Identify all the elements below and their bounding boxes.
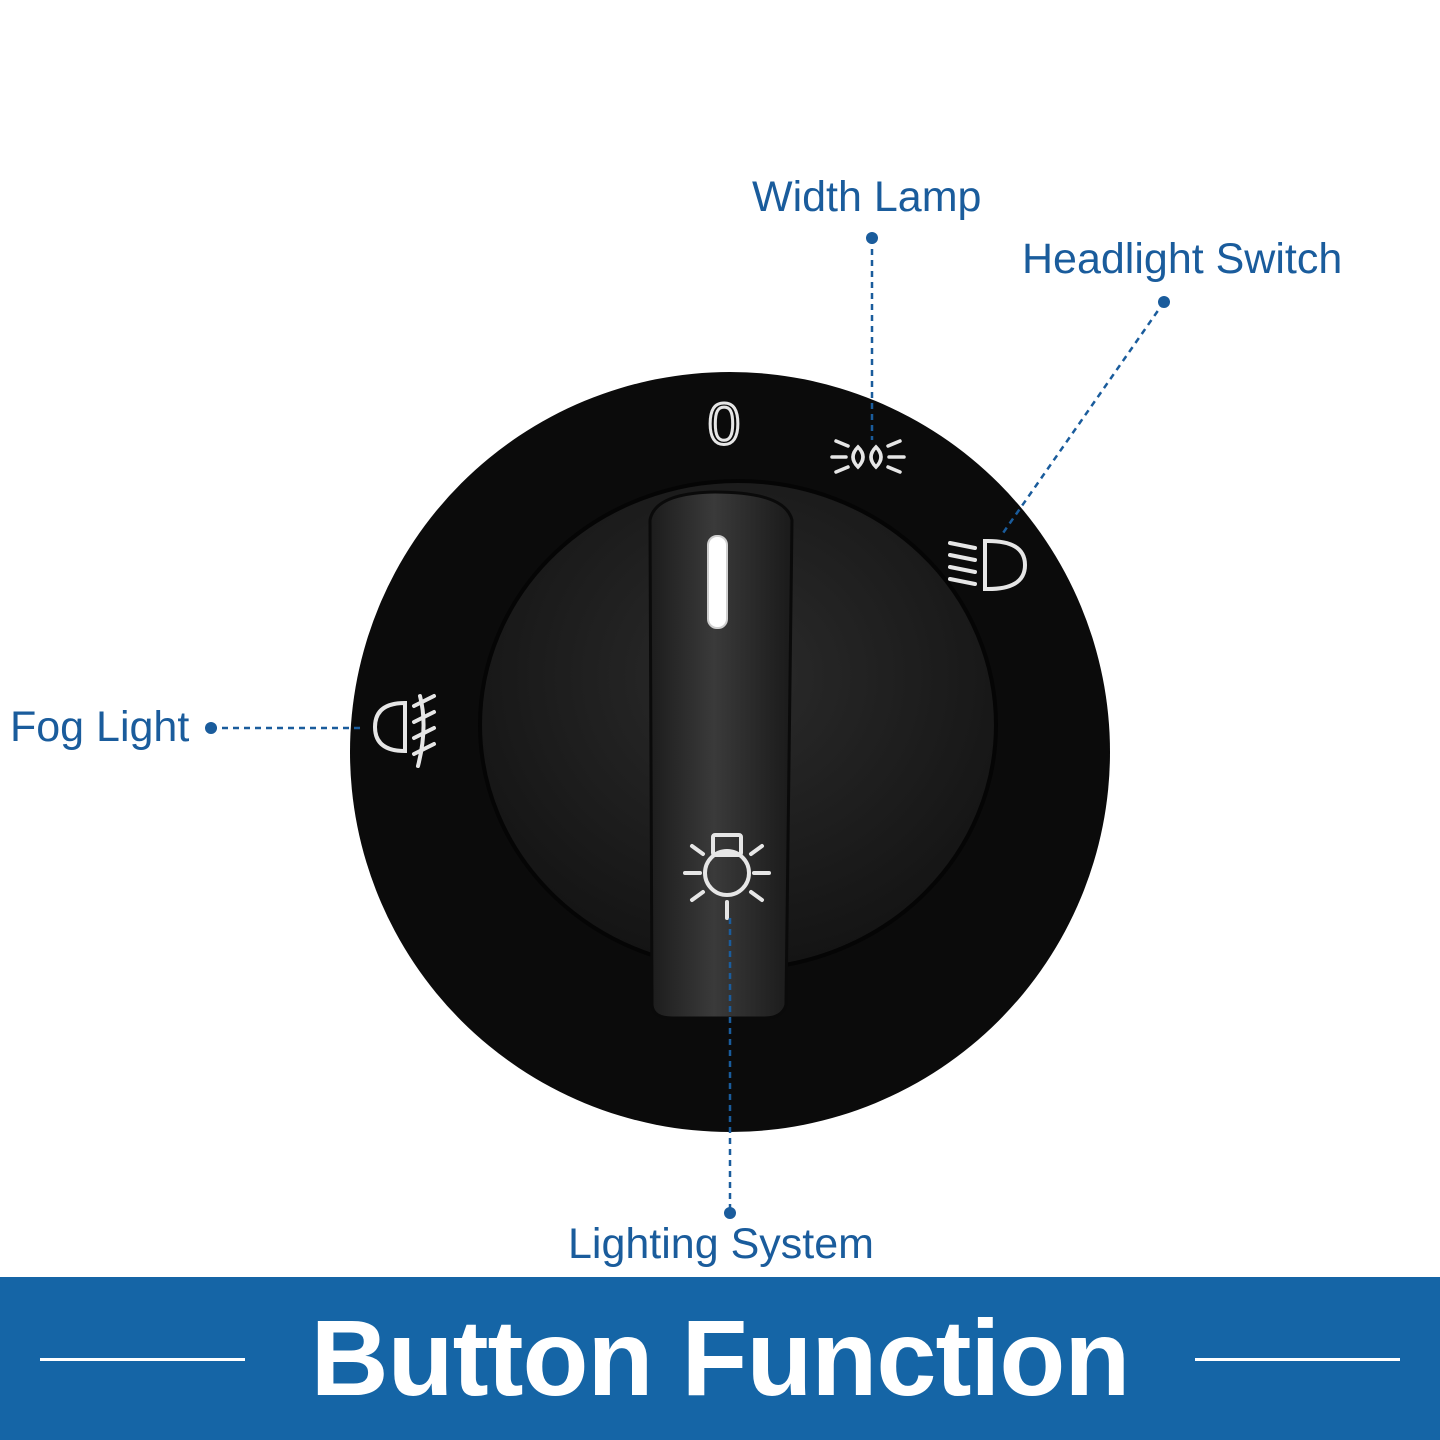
banner-rule-left bbox=[40, 1358, 245, 1361]
knob-handle[interactable] bbox=[648, 490, 794, 1020]
callout-leaders bbox=[211, 238, 1166, 1213]
title-banner: Button Function bbox=[0, 1277, 1440, 1440]
callout-dots bbox=[205, 232, 1170, 1219]
headlight-switch-label: Headlight Switch bbox=[1022, 235, 1343, 283]
lighting-system-label: Lighting System bbox=[568, 1220, 874, 1268]
width-lamp-label: Width Lamp bbox=[752, 173, 982, 221]
lighting-system-dot bbox=[724, 1207, 736, 1219]
headlight-switch-leader bbox=[1001, 301, 1166, 534]
banner-rule-right bbox=[1195, 1358, 1400, 1361]
width-lamp-icon bbox=[830, 439, 906, 474]
off-mark: 0 bbox=[708, 392, 740, 457]
handle-indicator bbox=[707, 535, 728, 629]
headlight-switch-dot bbox=[1158, 296, 1170, 308]
fog-light-icon bbox=[372, 694, 436, 768]
headlight-icon bbox=[948, 538, 1028, 592]
fog-light-label: Fog Light bbox=[10, 703, 190, 751]
fog-light-dot bbox=[205, 722, 217, 734]
banner-title: Button Function bbox=[310, 1297, 1131, 1418]
lighting-system-icon bbox=[683, 833, 771, 920]
width-lamp-dot bbox=[866, 232, 878, 244]
